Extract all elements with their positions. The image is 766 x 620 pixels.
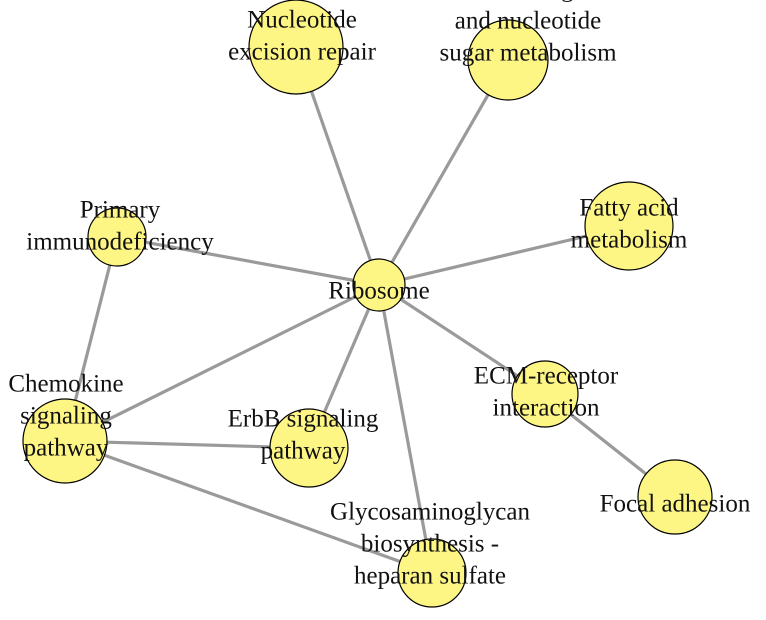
node-label-line: Nucleotide (247, 7, 357, 34)
node-label-line: immunodeficiency (26, 229, 214, 256)
node-label-primary-immunodeficiency: Primary immunodeficiency (26, 197, 214, 256)
node-label-line: Chemokine (8, 371, 123, 398)
node-label-line: Glycosaminoglycan (330, 499, 530, 526)
node-primary-immunodeficiency[interactable] (87, 207, 147, 267)
node-label-line: and nucleotide (455, 8, 601, 35)
node-label-ribosome: Ribosome (328, 278, 429, 305)
edge-ribosome-to-chemokine (64, 283, 380, 443)
node-label-line: interaction (493, 395, 600, 422)
node-label-line: Fatty acid (579, 195, 679, 222)
node-label-amino-sugar: Amino sugar and nucleotide sugar metabolis… (439, 0, 617, 67)
node-layer (22, 0, 713, 608)
edge-ribosome-to-glycosaminoglycan (377, 284, 434, 574)
node-label-line: biosynthesis - (361, 531, 499, 558)
node-label-line: Ribosome (328, 278, 429, 305)
node-label-line: Primary (80, 197, 161, 224)
label-layer: Ribosome Nucleotide excision repair Amino s… (8, 0, 750, 590)
node-ecm-receptor[interactable] (511, 360, 579, 428)
node-glycosaminoglycan[interactable] (397, 538, 467, 608)
edge-ribosome-to-amino-sugar (377, 59, 510, 286)
edge-chemokine-to-glycosaminoglycan (64, 439, 433, 575)
node-label-chemokine: Chemokine signaling pathway (8, 371, 123, 462)
node-ribosome[interactable] (352, 258, 406, 312)
node-label-line: pathway (261, 438, 346, 465)
node-label-line: sugar metabolism (439, 40, 617, 67)
edge-layer (63, 46, 676, 575)
node-erbb[interactable] (269, 408, 349, 488)
node-label-line: ECM-receptor (474, 363, 619, 390)
node-label-line: Amino sugar (463, 0, 594, 3)
node-label-fatty-acid: Fatty acid metabolism (571, 195, 688, 254)
node-label-line: heparan sulfate (354, 563, 506, 590)
node-label-line: pathway (24, 435, 109, 462)
node-label-line: ErbB signaling (228, 406, 379, 433)
node-label-glycosaminoglycan: Glycosaminoglycan biosynthesis - heparan s… (330, 499, 530, 590)
edge-ribosome-to-primary-immunodeficiency (116, 235, 380, 287)
node-label-focal-adhesion: Focal adhesion (600, 491, 751, 518)
node-chemokine[interactable] (22, 398, 108, 484)
node-label-line: metabolism (571, 227, 688, 254)
node-label-erbb: ErbB signaling pathway (228, 406, 379, 465)
node-label-nucleotide-excision-repair: Nucleotide excision repair (228, 7, 377, 66)
node-focal-adhesion[interactable] (637, 459, 713, 535)
node-amino-sugar[interactable] (467, 19, 549, 101)
node-fatty-acid[interactable] (584, 181, 674, 271)
node-label-line: excision repair (228, 39, 377, 66)
node-nucleotide-excision-repair[interactable] (248, 0, 344, 95)
node-label-line: Focal adhesion (600, 491, 751, 518)
node-label-line: signaling (20, 403, 112, 430)
node-label-ecm-receptor: ECM-receptor interaction (474, 363, 619, 422)
